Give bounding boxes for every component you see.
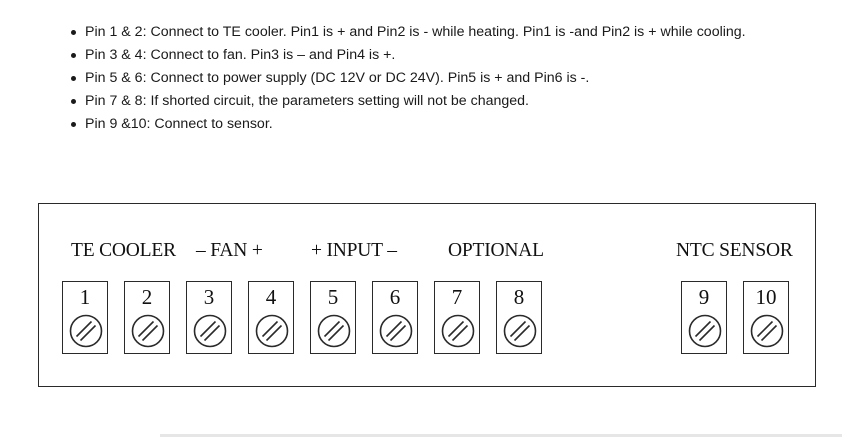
group-label-input: + INPUT – <box>311 240 397 261</box>
note-pin-5-6: Pin 5 & 6: Connect to power supply (DC 1… <box>66 67 746 90</box>
note-pin-3-4: Pin 3 & 4: Connect to fan. Pin3 is – and… <box>66 44 746 67</box>
terminal-9: 9 <box>681 281 727 354</box>
terminal-number: 2 <box>141 285 153 309</box>
screw-terminal-icon <box>255 314 289 348</box>
terminal-5: 5 <box>310 281 356 354</box>
terminal-number: 7 <box>451 285 463 309</box>
terminal-3: 3 <box>186 281 232 354</box>
group-label-ntc-sensor: NTC SENSOR <box>676 240 793 261</box>
note-pin-9-10: Pin 9 &10: Connect to sensor. <box>66 113 746 136</box>
terminal-4: 4 <box>248 281 294 354</box>
screw-terminal-icon <box>379 314 413 348</box>
terminal-number: 6 <box>389 285 401 309</box>
screw-terminal-icon <box>131 314 165 348</box>
terminal-8: 8 <box>496 281 542 354</box>
screw-terminal-icon <box>193 314 227 348</box>
terminal-number: 5 <box>327 285 339 309</box>
terminal-6: 6 <box>372 281 418 354</box>
screw-terminal-icon <box>750 314 784 348</box>
pin-notes-list: Pin 1 & 2: Connect to TE cooler. Pin1 is… <box>66 21 746 136</box>
terminal-1: 1 <box>62 281 108 354</box>
screw-terminal-icon <box>688 314 722 348</box>
terminal-10: 10 <box>743 281 789 354</box>
terminal-number: 8 <box>513 285 525 309</box>
terminal-number: 4 <box>265 285 277 309</box>
group-label-fan: – FAN + <box>196 240 263 261</box>
terminal-number: 9 <box>698 285 710 309</box>
terminal-number: 10 <box>755 285 777 309</box>
screw-terminal-icon <box>441 314 475 348</box>
terminal-2: 2 <box>124 281 170 354</box>
group-label-optional: OPTIONAL <box>448 240 544 261</box>
screw-terminal-icon <box>503 314 537 348</box>
divider <box>160 434 842 437</box>
screw-terminal-icon <box>69 314 103 348</box>
terminal-block-panel <box>38 203 816 387</box>
screw-terminal-icon <box>317 314 351 348</box>
terminal-number: 3 <box>203 285 215 309</box>
note-pin-1-2: Pin 1 & 2: Connect to TE cooler. Pin1 is… <box>66 21 746 44</box>
terminal-7: 7 <box>434 281 480 354</box>
group-label-te-cooler: TE COOLER <box>71 240 176 261</box>
terminal-number: 1 <box>79 285 91 309</box>
note-pin-7-8: Pin 7 & 8: If shorted circuit, the param… <box>66 90 746 113</box>
